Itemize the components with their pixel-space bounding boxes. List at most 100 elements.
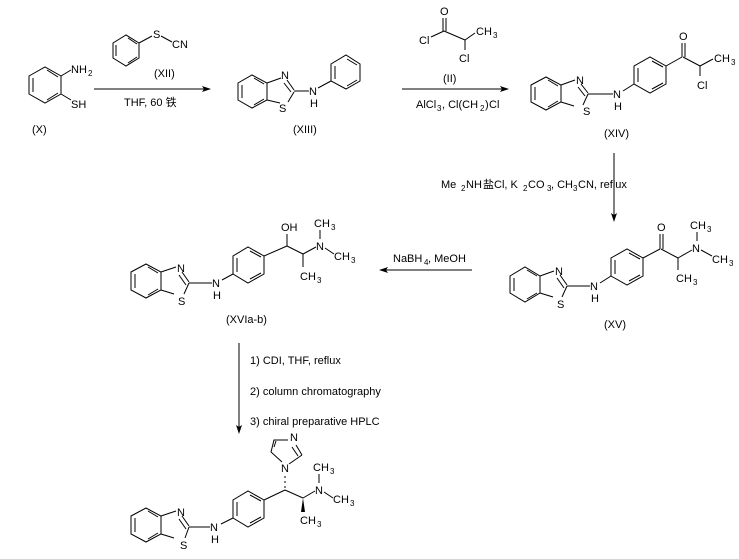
svg-text:CH: CH — [314, 218, 330, 230]
step5-line-3: 3) chiral preparative HPLC — [250, 416, 380, 428]
svg-text:CH: CH — [690, 220, 706, 232]
benzene-ring — [112, 34, 140, 67]
svg-text:N: N — [555, 266, 563, 278]
svg-text:NH: NH — [466, 179, 482, 191]
svg-text:N: N — [309, 86, 317, 98]
svg-text:CH: CH — [333, 494, 349, 506]
svg-text:3: 3 — [573, 184, 578, 193]
svg-text:3: 3 — [351, 256, 356, 265]
svg-text:): ) — [485, 99, 489, 111]
label-xiv: (XIV) — [604, 128, 629, 140]
svg-text:H: H — [591, 293, 599, 305]
svg-text:N: N — [177, 263, 185, 275]
compound-xii: S CN (XII) — [112, 29, 188, 80]
nh2-label: NH — [71, 64, 87, 76]
svg-text:N: N — [316, 241, 324, 253]
svg-text:CN, reflux: CN, reflux — [578, 179, 627, 191]
arrow-step-5: 1) CDI, THF, reflux 2) column chromatogr… — [236, 343, 381, 434]
arrow-step-3: Me 2 NH 盐Cl, K 2 CO 3 , CH 3 CN, reflux — [441, 153, 627, 222]
svg-text:, CH: , CH — [551, 179, 573, 191]
step4-conditions: NaBH — [393, 253, 422, 265]
svg-text:CH: CH — [300, 271, 316, 283]
sh-label: SH — [71, 99, 86, 111]
svg-text:2: 2 — [480, 104, 485, 113]
step3-conditions: Me — [441, 179, 456, 191]
svg-text:3: 3 — [731, 58, 736, 67]
svg-text:2: 2 — [523, 184, 528, 193]
svg-text:CN: CN — [172, 39, 188, 51]
svg-text:N: N — [613, 89, 621, 101]
compound-ii: O Cl CH 3 Cl (II) — [419, 6, 498, 85]
svg-text:N: N — [212, 278, 220, 290]
compound-x: NH 2 SH (X) — [28, 64, 93, 136]
svg-text:S: S — [178, 296, 185, 308]
svg-text:N: N — [281, 463, 289, 475]
svg-text:N: N — [692, 243, 700, 255]
svg-text:, Cl(CH: , Cl(CH — [442, 99, 478, 111]
svg-text:3: 3 — [317, 276, 322, 285]
svg-text:3: 3 — [493, 31, 498, 40]
svg-text:Cl: Cl — [419, 35, 429, 47]
svg-text:H: H — [213, 290, 221, 302]
svg-text:S: S — [153, 29, 160, 41]
solid-wedge-bond — [301, 498, 305, 512]
label-xii: (XII) — [154, 68, 175, 80]
svg-text:N: N — [576, 75, 584, 87]
svg-text:O: O — [657, 222, 666, 234]
svg-text:盐Cl, K: 盐Cl, K — [483, 178, 518, 191]
svg-text:N: N — [315, 485, 323, 497]
imidazole-ring — [270, 439, 288, 463]
svg-text:3: 3 — [437, 104, 442, 113]
arrow-step-1: THF, 60 铁 — [94, 86, 211, 109]
arrow-step-4: NaBH 4 , MeOH — [379, 253, 472, 273]
svg-text:N: N — [177, 507, 185, 519]
svg-text:CO: CO — [528, 179, 545, 191]
svg-text:S: S — [180, 540, 187, 552]
svg-text:Cl: Cl — [459, 53, 469, 65]
svg-text:H: H — [614, 101, 622, 113]
svg-text:N: N — [290, 432, 298, 444]
benzene-ring — [232, 246, 265, 284]
svg-text:3: 3 — [707, 225, 712, 234]
label-ii: (II) — [443, 73, 456, 85]
benzene-ring — [232, 490, 265, 528]
svg-text:3: 3 — [330, 467, 335, 476]
svg-text:CH: CH — [476, 26, 492, 38]
label-x: (X) — [32, 124, 47, 136]
compound-xv: N S N H O N CH 3 CH 3 CH 3 (XV) — [509, 220, 734, 331]
svg-text:CH: CH — [300, 515, 316, 527]
svg-text:N: N — [281, 70, 289, 82]
svg-text:4: 4 — [424, 258, 429, 267]
svg-text:S: S — [279, 103, 286, 115]
svg-text:Cl: Cl — [489, 99, 499, 111]
svg-text:H: H — [310, 98, 318, 110]
svg-text:Cl: Cl — [697, 80, 707, 92]
svg-text:3: 3 — [350, 499, 355, 508]
compound-xiv: N S N H O CH 3 Cl (XIV) — [530, 31, 736, 140]
svg-text:OH: OH — [281, 222, 298, 234]
benzene-ring — [330, 54, 361, 90]
step1-conditions: THF, 60 铁 — [124, 96, 177, 109]
step5-line-1: 1) CDI, THF, reflux — [250, 355, 341, 367]
svg-text:O: O — [440, 6, 449, 18]
svg-text:, MeOH: , MeOH — [428, 253, 466, 265]
compound-xvi: N S N H OH N CH 3 CH 3 CH 3 (XVIa-b) — [130, 218, 356, 326]
svg-text:S: S — [583, 106, 590, 118]
benzene-ring — [28, 66, 62, 104]
step5-line-2: 2) column chromatography — [250, 386, 381, 398]
svg-text:CH: CH — [712, 254, 728, 266]
svg-text:3: 3 — [729, 259, 734, 268]
svg-text:N: N — [590, 281, 598, 293]
label-xiii: (XIII) — [293, 124, 317, 136]
compound-xiii: N S N H (XIII) — [237, 54, 361, 136]
svg-text:CH: CH — [676, 273, 692, 285]
svg-text:3: 3 — [317, 520, 322, 529]
compound-final: N S N H N N N CH 3 CH 3 CH 3 — [130, 432, 355, 552]
svg-text:O: O — [679, 31, 688, 43]
svg-text:S: S — [557, 299, 564, 311]
svg-text:3: 3 — [331, 223, 336, 232]
benzene-ring — [633, 56, 667, 94]
arrow-step-2: AlCl 3 , Cl(CH 2 ) Cl — [402, 86, 509, 113]
benzene-ring — [610, 248, 644, 286]
